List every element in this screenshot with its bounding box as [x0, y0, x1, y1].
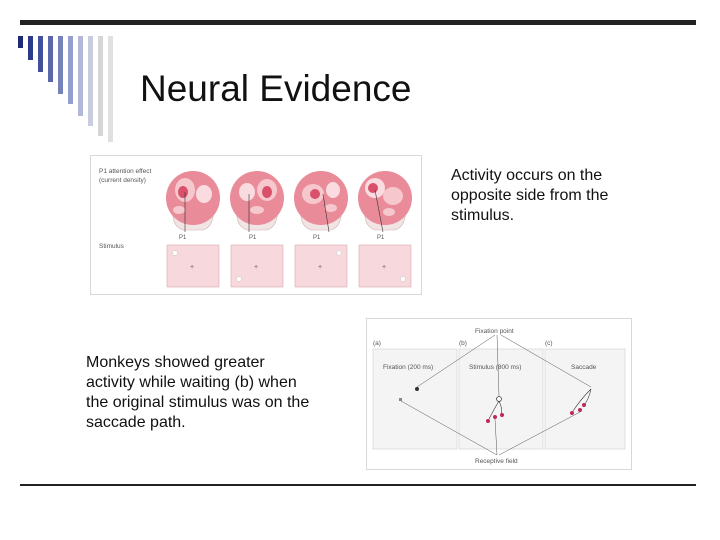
observation-text: Activity occurs on the opposite side fro…: [451, 167, 609, 224]
panel-a: [372, 348, 458, 450]
leader-line: [416, 334, 496, 388]
fixation-dot: [415, 387, 419, 391]
leader-line: [400, 400, 498, 456]
head-label: P1: [377, 235, 385, 241]
panel-b-title: Stimulus (800 ms): [469, 364, 521, 371]
fixation-cross: +: [190, 264, 194, 271]
row1-label-line2: (current density): [99, 177, 146, 184]
head-map: [166, 171, 220, 232]
row2-label: Stimulus: [99, 243, 125, 250]
top-rule: [20, 20, 696, 25]
stimulus-panel: [166, 244, 220, 288]
stimulus-panel: [230, 244, 284, 288]
stimulus-panel: [358, 244, 412, 288]
fixation-cross: +: [254, 264, 258, 271]
decor-bar: [108, 36, 113, 142]
head-label: P1: [313, 235, 321, 241]
leader-line: [498, 411, 581, 456]
saccade-path: [572, 388, 592, 412]
receptive-field-label: Receptive field: [475, 458, 518, 465]
saccade-experiment-svg: Fixation point (a) (b) (c) Fixation (200…: [372, 328, 626, 465]
decor-bar: [88, 36, 93, 126]
receptive-field-dot: [570, 411, 574, 415]
head-map: [294, 171, 348, 233]
panel-letter-c: (c): [545, 340, 553, 347]
decor-bar: [18, 36, 23, 48]
receptive-field-dot: [582, 403, 586, 407]
panel-a-title: Fixation (200 ms): [383, 364, 433, 371]
decor-bar: [48, 36, 53, 82]
decor-bar: [98, 36, 103, 136]
stimulus-marker: [399, 398, 402, 401]
leader-line: [500, 334, 592, 388]
receptive-field-dot: [486, 419, 490, 423]
decor-bar: [68, 36, 73, 104]
head-map: [358, 171, 412, 233]
bottom-rule: [20, 484, 696, 486]
head-map: [230, 171, 284, 232]
attention-effect-svg: P1 attention effect (current density) St…: [99, 168, 412, 288]
fixation-dot: [496, 396, 502, 402]
panel-c: [544, 348, 626, 450]
decor-bar: [38, 36, 43, 72]
head-label: P1: [249, 235, 257, 241]
fixation-cross: +: [318, 264, 322, 271]
fixation-point-label: Fixation point: [475, 328, 514, 335]
saccade-experiment-figure: Fixation point (a) (b) (c) Fixation (200…: [366, 318, 632, 470]
saccade-path: [488, 400, 500, 420]
monkey-finding-text: Monkeys showed greater activity while wa…: [86, 354, 310, 431]
leader-line: [494, 418, 498, 456]
decor-bar: [78, 36, 83, 116]
receptive-field-dot: [500, 413, 504, 417]
panel-c-title: Saccade: [571, 364, 597, 371]
leader-line: [496, 334, 500, 397]
decor-bar: [28, 36, 33, 60]
head-label: P1: [179, 235, 187, 241]
decor-bar: [58, 36, 63, 94]
fixation-cross: +: [382, 264, 386, 271]
receptive-field-dot: [493, 415, 497, 419]
row1-label-line1: P1 attention effect: [99, 168, 151, 175]
stimulus-panel: [294, 244, 348, 288]
receptive-field-dot: [578, 408, 582, 412]
panel-letter-a: (a): [373, 340, 381, 347]
slide-title: Neural Evidence: [140, 68, 412, 109]
panel-letter-b: (b): [459, 340, 467, 347]
attention-effect-figure: P1 attention effect (current density) St…: [90, 155, 422, 295]
